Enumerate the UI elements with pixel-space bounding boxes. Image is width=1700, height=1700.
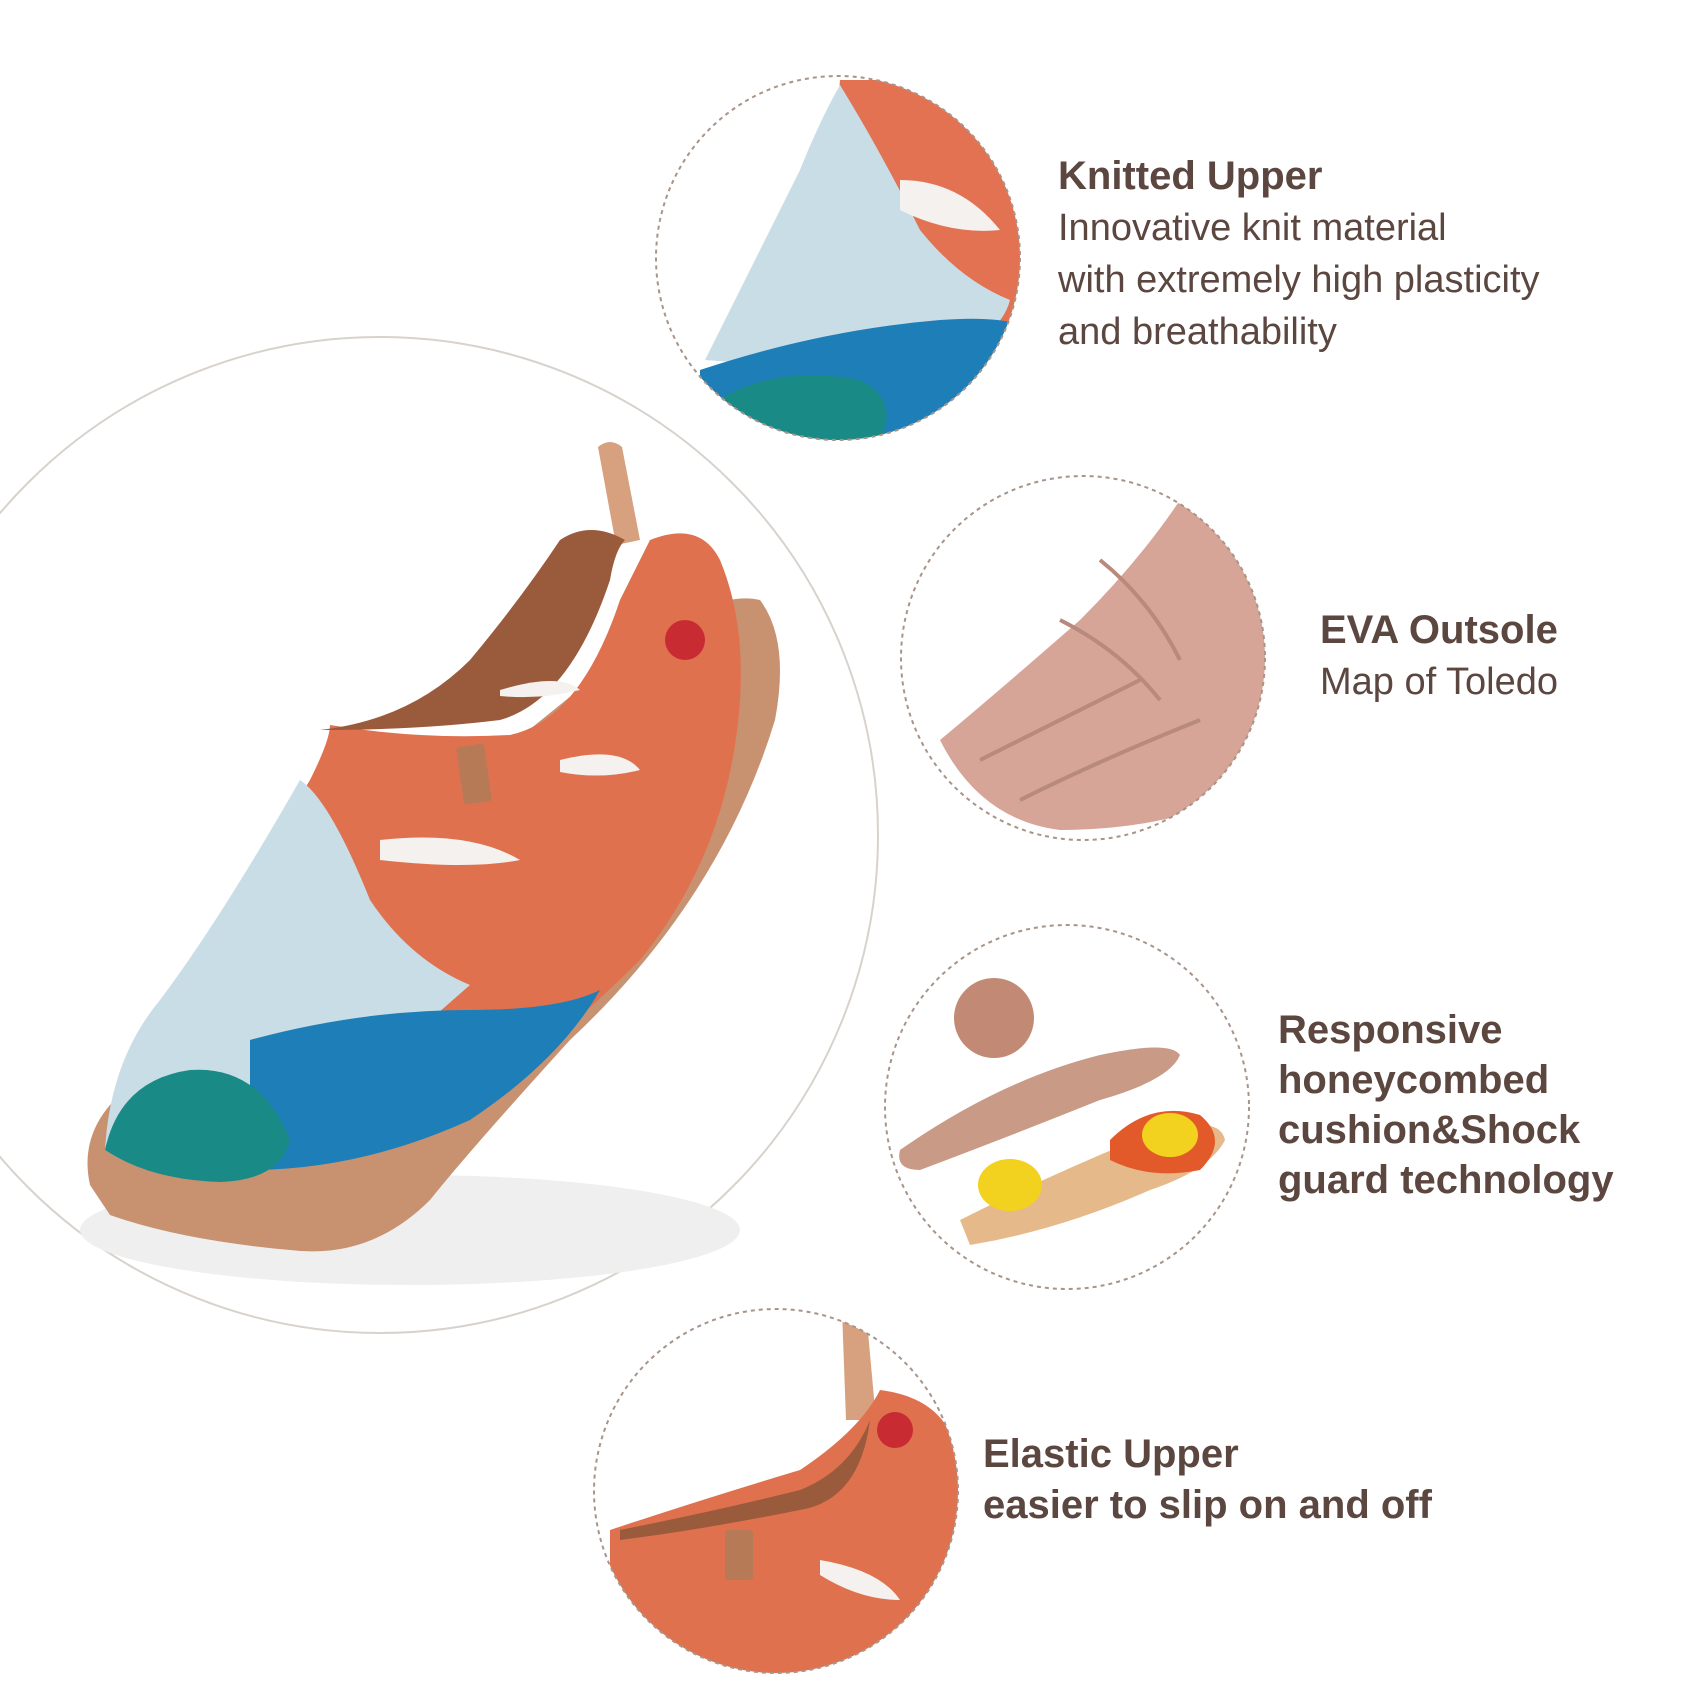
feature-title: Knitted Upper [1058, 154, 1323, 198]
insole-image [885, 925, 1249, 1289]
feature-line: cushion&Shock [1278, 1108, 1581, 1152]
feature-title: Elastic Upper [983, 1432, 1239, 1476]
feature-cushion: Responsive honeycombed cushion&Shock gua… [1278, 1005, 1614, 1205]
feature-title: EVA Outsole [1320, 608, 1558, 652]
eva-outsole-image [901, 476, 1265, 840]
feature-line: Innovative knit material [1058, 207, 1447, 249]
feature-line: and breathability [1058, 311, 1337, 353]
feature-line: Responsive [1278, 1008, 1503, 1052]
feature-eva-outsole: EVA Outsole Map of Toledo [1320, 604, 1558, 708]
main-shoe-image [87, 442, 780, 1252]
feature-line: easier to slip on and off [983, 1483, 1432, 1527]
feature-line: Map of Toledo [1320, 661, 1559, 703]
elastic-upper-image [594, 1309, 958, 1673]
feature-line: guard technology [1278, 1158, 1614, 1202]
feature-line: with extremely high plasticity [1058, 259, 1540, 301]
feature-line: honeycombed [1278, 1058, 1550, 1102]
feature-elastic-upper: Elastic Upper easier to slip on and off [983, 1428, 1432, 1530]
main-circle-outline [0, 336, 879, 1334]
feature-knitted-upper: Knitted Upper Innovative knit material w… [1058, 150, 1540, 358]
knitted-upper-image [656, 76, 1020, 440]
